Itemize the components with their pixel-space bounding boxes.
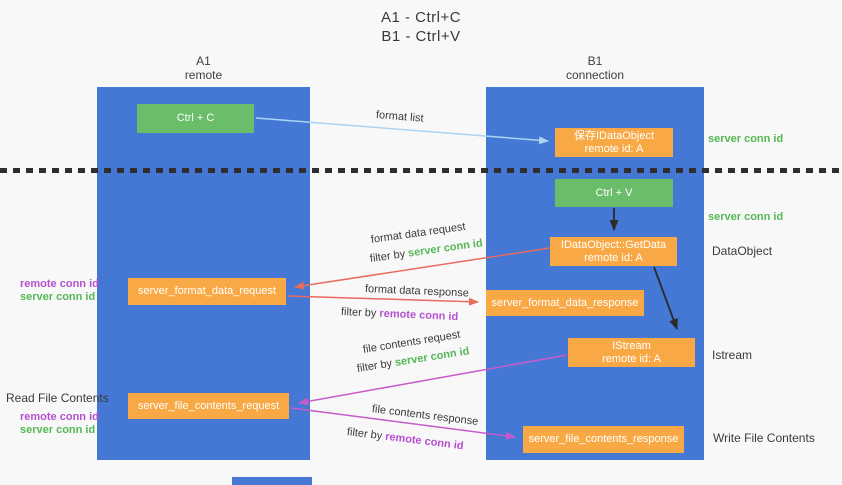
title-line-1: A1 - Ctrl+C [380, 9, 462, 26]
file-response-label: server_file_contents_response [528, 433, 679, 445]
server-conn-id-left-1: server conn id [20, 291, 96, 303]
server-conn-id-left-2: server conn id [20, 424, 96, 436]
read-file-contents-label: Read File Contents [6, 391, 109, 405]
remote-conn-id-left-2: remote conn id [20, 411, 99, 423]
diagram-title: A1 - Ctrl+C B1 - Ctrl+V [0, 8, 842, 46]
lane-b1-subtitle: connection [565, 68, 625, 82]
format-response-label: server_format_data_response [491, 296, 639, 309]
lane-b1-name: B1 [587, 54, 603, 68]
dataobject-label: DataObject [712, 244, 773, 258]
getdata-line1: IDataObject::GetData [560, 238, 667, 251]
cropped-lane-fragment [232, 477, 312, 485]
filter-by-text: filter by [340, 306, 377, 320]
getdata-line2: remote id: A [584, 251, 643, 264]
file-contents-response-arrow [290, 407, 516, 440]
server-file-contents-response-box: server_file_contents_response [523, 426, 684, 453]
format-data-request-arrow [294, 247, 551, 290]
getdata-to-istream-arrow [653, 266, 678, 330]
ctrl-v-box: Ctrl + V [555, 179, 673, 207]
format-request-label: server_format_data_request [137, 285, 277, 297]
remote-conn-id-left-1: remote conn id [20, 278, 99, 290]
idataobject-getdata-box: IDataObject::GetData remote id: A [550, 237, 677, 266]
server-file-contents-request-box: server_file_contents_request [128, 393, 289, 419]
lane-a1-name: A1 [196, 54, 211, 68]
server-conn-id-mid-label: server conn id [708, 211, 784, 223]
ctrl-c-box: Ctrl + C [137, 104, 254, 133]
ctrl-v-label: Ctrl + V [595, 186, 633, 199]
title-line-2: B1 - Ctrl+V [381, 28, 461, 45]
server-conn-id-top-label: server conn id [708, 133, 784, 145]
lane-header-b1: B1 connection [486, 54, 704, 82]
save-idataobject-box: 保存IDataObject remote id: A [555, 128, 673, 157]
istream-line1: IStream [612, 339, 651, 352]
ctrl-c-label: Ctrl + C [176, 112, 215, 124]
save-idataobject-line2: remote id: A [584, 142, 644, 155]
istream-line2: remote id: A [602, 352, 661, 365]
format-data-response-arrow [287, 295, 479, 306]
file-contents-request-arrow [298, 354, 568, 406]
lane-header-a1: A1 remote [97, 54, 310, 82]
server-format-data-request-box: server_format_data_request [128, 278, 286, 305]
format-list-arrow [255, 117, 549, 145]
lane-a1-subtitle: remote [184, 68, 223, 82]
server-format-data-response-box: server_format_data_response [486, 290, 644, 316]
dotted-separator-line [0, 168, 842, 173]
save-idataobject-line1: 保存IDataObject [573, 129, 655, 142]
file-request-label: server_file_contents_request [137, 399, 280, 412]
write-file-contents-label: Write File Contents [713, 431, 815, 445]
istream-side-label: Istream [712, 348, 753, 362]
istream-box: IStream remote id: A [568, 338, 695, 367]
